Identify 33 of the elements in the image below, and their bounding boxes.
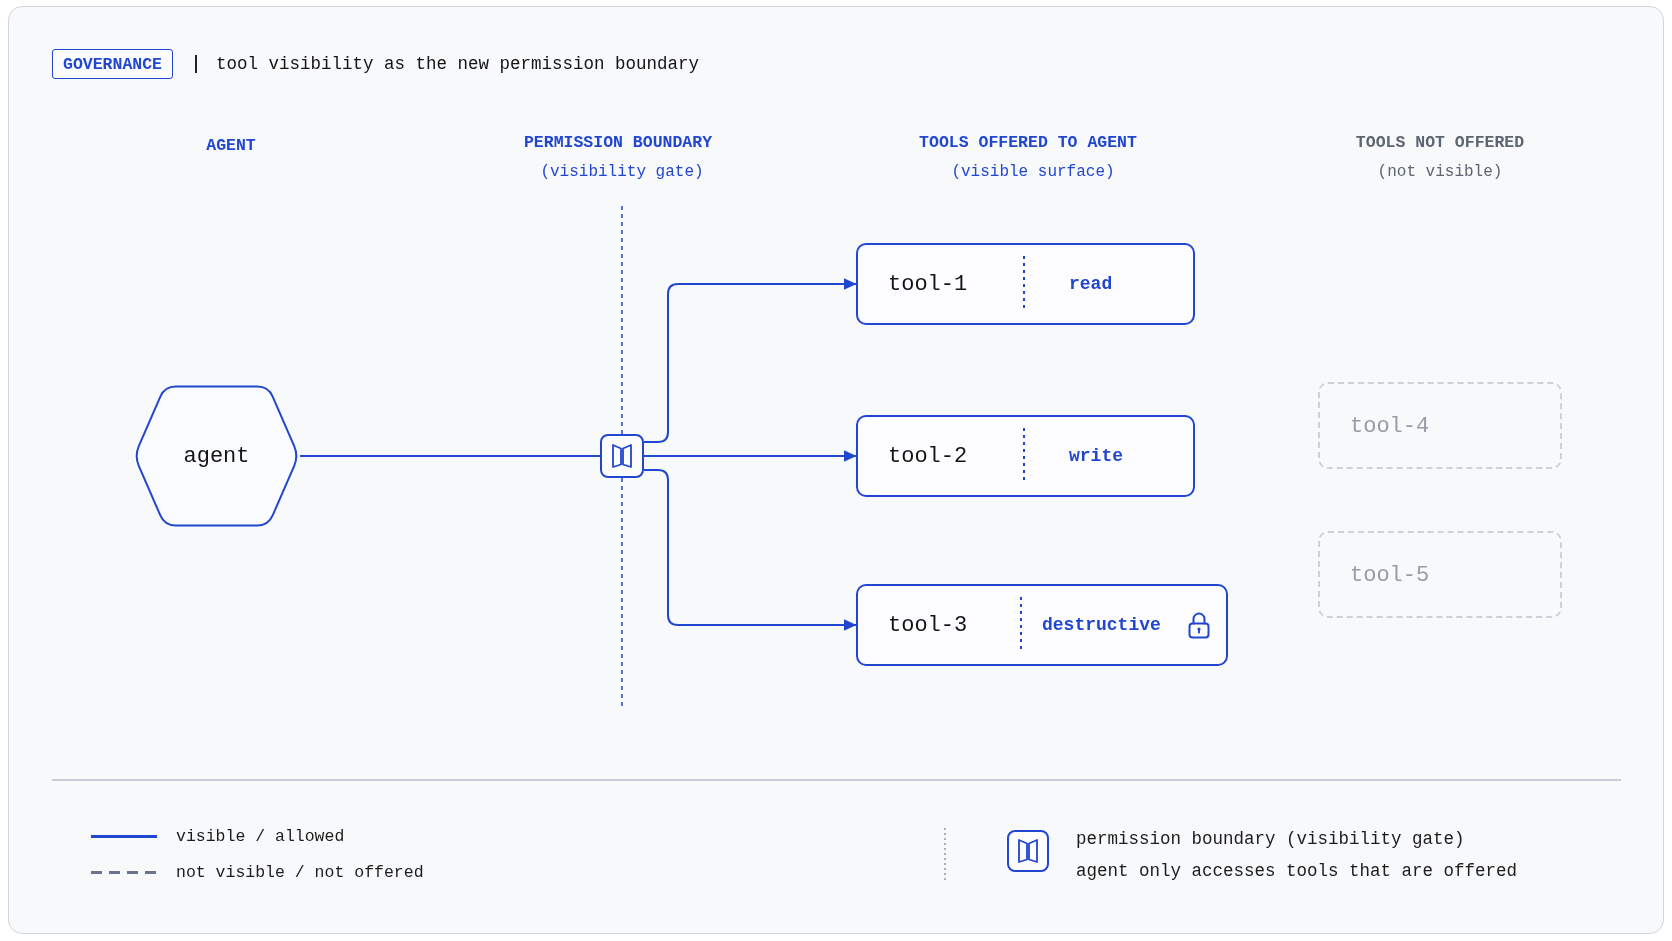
access-level: destructive: [1042, 615, 1161, 635]
column-heading: TOOLS NOT OFFERED: [1355, 132, 1525, 152]
tool-name: tool-2: [888, 443, 968, 469]
column-subheading: (visible surface): [951, 163, 1115, 181]
arrow: [643, 469, 857, 631]
legend-text: permission boundary (visibility gate): [1076, 829, 1465, 849]
node-label: agent: [183, 443, 250, 469]
gate-box: [600, 434, 644, 478]
column-heading: PERMISSION BOUNDARY: [523, 132, 713, 152]
tool-box: [856, 243, 1195, 325]
category-tag: GOVERNANCE: [52, 49, 173, 79]
tool-name: tool-5: [1350, 562, 1430, 587]
tool-box: [1318, 382, 1562, 469]
legend-text: not visible / not offered: [176, 862, 424, 882]
access-level: write: [1069, 446, 1123, 466]
tool-box: [1318, 531, 1562, 618]
column-heading: AGENT: [206, 135, 256, 155]
column-subheading: (not visible): [1377, 163, 1503, 181]
tool-name: tool-4: [1350, 413, 1430, 438]
tool-name: tool-3: [888, 612, 968, 638]
diagram-title: tool visibility as the new permission boundary: [216, 54, 700, 74]
hexagon-node: [133, 385, 300, 527]
arrow: [643, 450, 857, 462]
column-subheading: (visibility gate): [540, 163, 704, 181]
legend-text: visible / allowed: [176, 826, 345, 846]
arrow: [643, 278, 857, 443]
tool-box: [856, 415, 1195, 497]
tool-name: tool-1: [888, 271, 968, 297]
connector-line: [299, 455, 601, 457]
tool-box: [856, 584, 1228, 666]
access-level: read: [1069, 274, 1113, 294]
legend-text: agent only accesses tools that are offered: [1076, 861, 1518, 881]
column-heading: TOOLS OFFERED TO AGENT: [919, 132, 1137, 152]
